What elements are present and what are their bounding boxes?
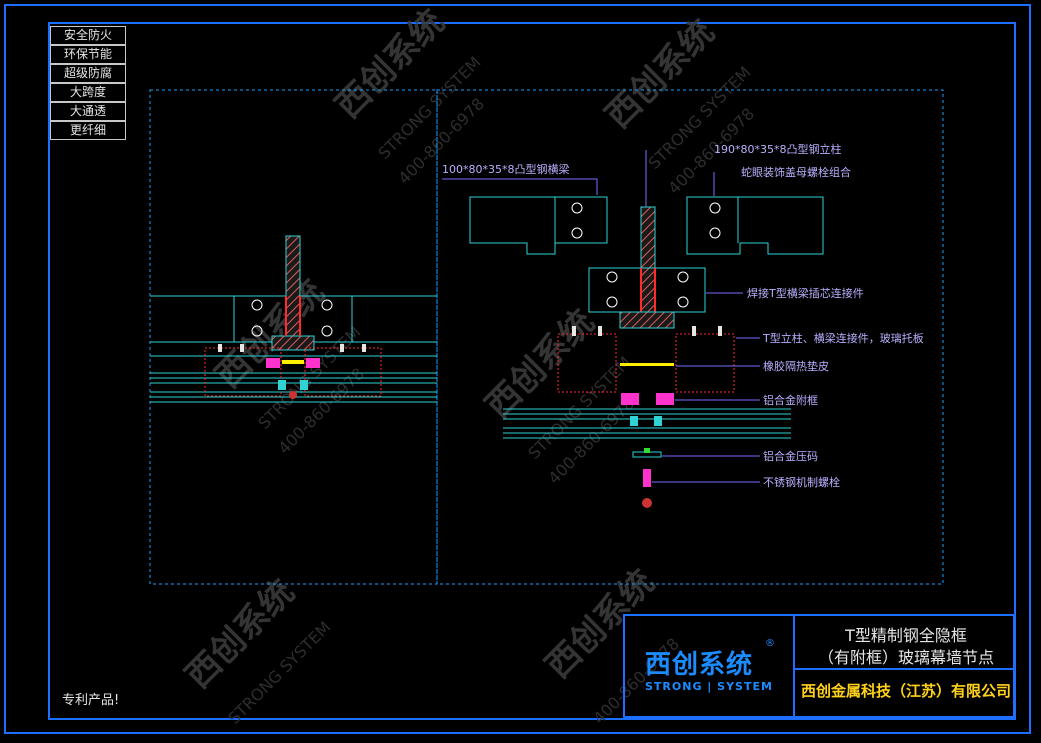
patent-note: 专利产品! [62, 693, 120, 708]
label-insert-connector: 焊接T型横梁插芯连接件 [747, 286, 864, 300]
registered-mark: ® [765, 638, 775, 649]
label-pressure-plate: 铝合金压码 [763, 449, 818, 463]
drawing-title-line1: T型精制钢全隐框 [845, 626, 967, 645]
label-rubber-pad: 橡胶隔热垫皮 [763, 359, 829, 373]
right-view-frame [436, 89, 944, 585]
feature-item: 大通透 [50, 102, 126, 121]
inner-frame [48, 22, 1016, 720]
brand-logo: 西创系统 ® STRONG | SYSTEM [625, 616, 795, 716]
label-t-connector: T型立柱、横梁连接件，玻璃托板 [762, 331, 924, 345]
right-node-exploded [469, 196, 824, 508]
left-node-section [150, 235, 437, 403]
feature-item: 大跨度 [50, 83, 126, 102]
callout-labels: 100*80*35*8凸型钢横梁 190*80*35*8凸型钢立柱 蛇眼装饰盖母… [442, 142, 924, 489]
label-sub-frame: 铝合金附框 [763, 393, 818, 407]
drawing-title-line2: （有附框）玻璃幕墙节点 [817, 648, 994, 667]
feature-item: 安全防火 [50, 26, 126, 45]
brand-name: 西创系统 [645, 650, 754, 680]
callout-leaders [442, 150, 760, 483]
feature-list: 安全防火 环保节能 超级防腐 大跨度 大通透 更纤细 [50, 26, 126, 140]
title-divider [795, 668, 1015, 670]
label-bolt-combo: 蛇眼装饰盖母螺栓组合 [741, 165, 851, 179]
feature-item: 更纤细 [50, 121, 126, 140]
company-name: 西创金属科技（江苏）有限公司 [800, 682, 1011, 700]
label-beam: 100*80*35*8凸型钢横梁 [442, 162, 570, 176]
feature-item: 环保节能 [50, 45, 126, 64]
title-block: 西创系统 ® STRONG | SYSTEM T型精制钢全隐框 （有附框）玻璃幕… [623, 614, 1015, 718]
brand-name-en: STRONG | SYSTEM [645, 680, 773, 693]
feature-item: 超级防腐 [50, 64, 126, 83]
watermark: 西创系统 西创系统 西创系统 西创系统 西创系统 西创系统 [178, 2, 722, 696]
label-column: 190*80*35*8凸型钢立柱 [714, 142, 842, 156]
label-screw: 不锈钢机制螺栓 [763, 475, 840, 489]
outer-frame [4, 4, 1031, 734]
